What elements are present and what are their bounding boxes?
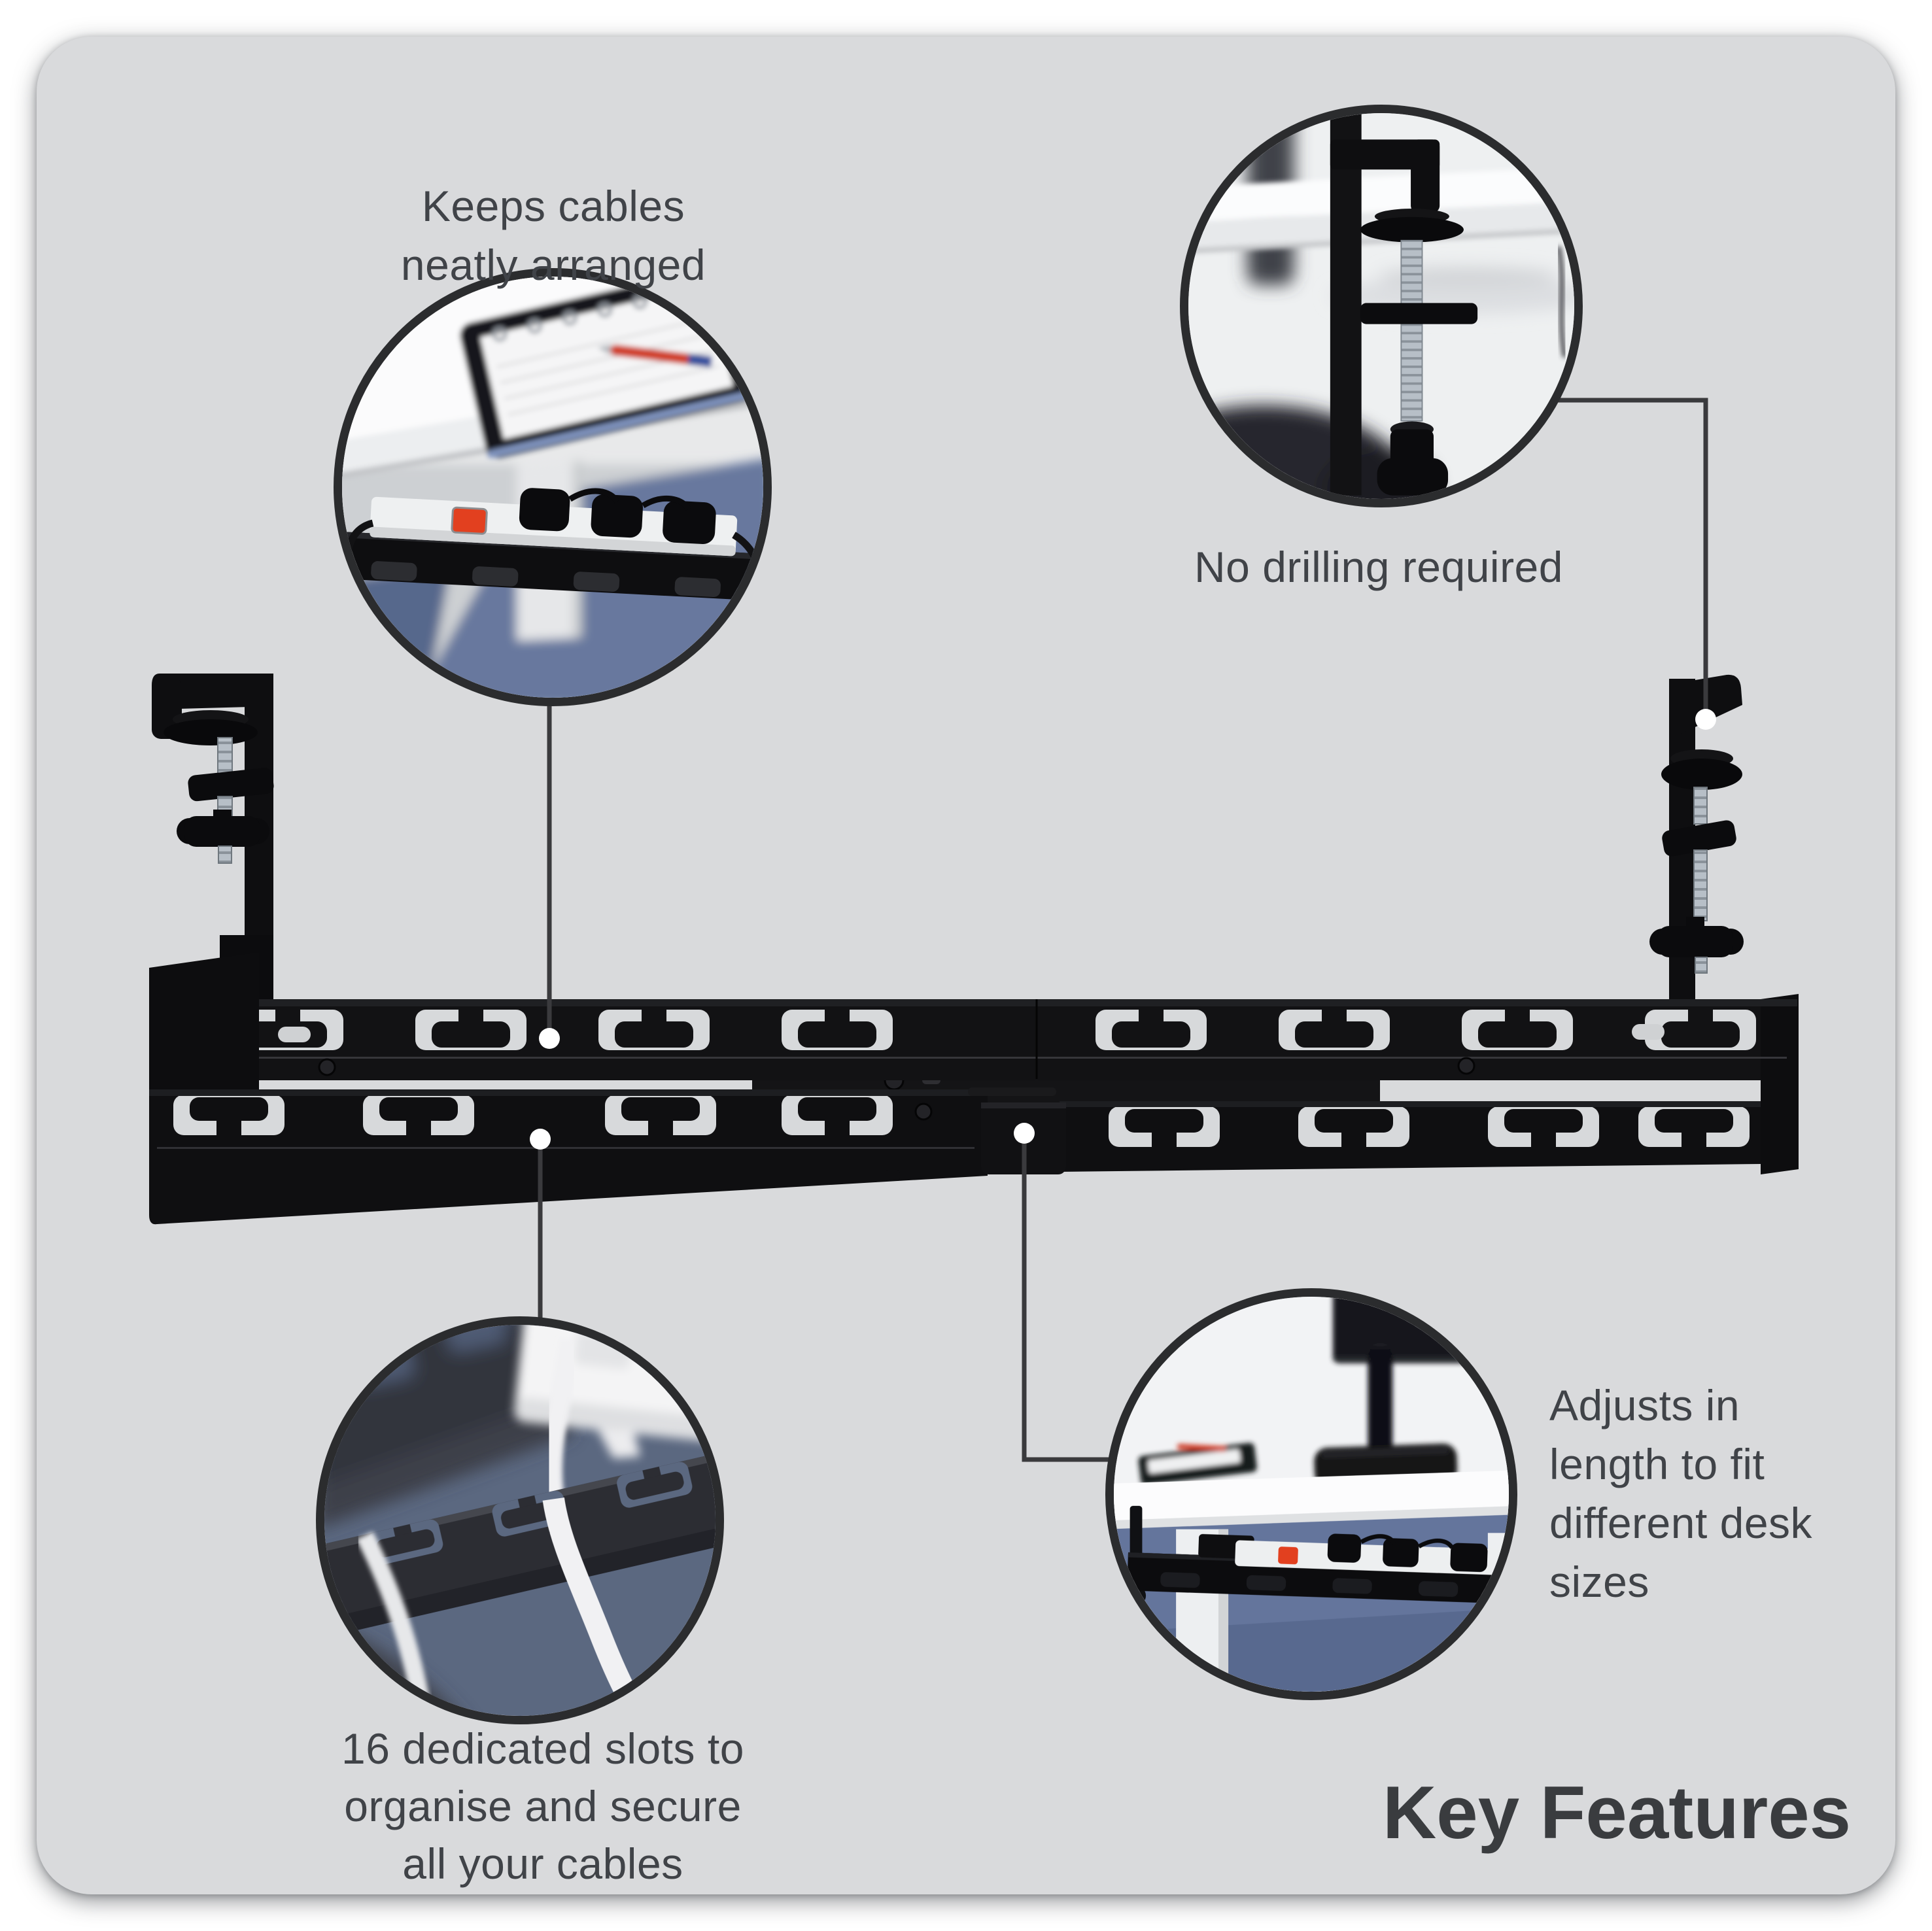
pen [597,344,713,367]
caption-line: neatly arranged [400,241,706,289]
left-desk-clamp [152,674,274,1033]
caption-no-drilling: No drilling required [1150,538,1608,596]
inset-photo-tray-under-desk [1105,1288,1517,1700]
caption-sixteen-slots: 16 dedicated slots to organise and secur… [262,1720,824,1892]
callout-line-adjusts [1022,1133,1113,1462]
organizer-folio [460,277,762,458]
folio-on-desk [1138,1443,1257,1486]
right-desk-clamp [1649,674,1744,1014]
callout-dot-keeps-cables [539,1028,560,1049]
caption-line: Adjusts in [1549,1381,1740,1429]
caption-keeps-cables: Keeps cables neatly arranged [272,177,835,294]
callout-dot-adjusts [1014,1123,1035,1144]
caption-line: length to fit [1549,1440,1765,1488]
slot-rail [324,1449,716,1639]
clamp-detail [1330,113,1478,496]
cable-tray [149,952,1799,1225]
caption-adjusts-length: Adjusts in length to fit different desk … [1549,1376,1863,1611]
plugs [519,488,716,545]
inset-photo-power-strip-in-tray [334,268,772,706]
caption-line: Keeps cables [421,182,685,230]
power-switch [451,506,488,535]
tray-in-scene [1126,1533,1509,1605]
caption-line: all your cables [402,1839,683,1888]
monitor [1332,1297,1509,1363]
callout-dot-sixteen-slots [530,1129,551,1150]
inset-photo-cables-in-slots [316,1316,724,1724]
tray-front-rail [149,952,1761,1225]
callout-dots [530,709,1716,1150]
caption-line: sizes [1549,1558,1649,1606]
callout-dot-no-drilling [1695,709,1716,730]
callout-line-no-drilling [1558,398,1708,719]
inset-photo-desk-clamp [1180,105,1583,507]
caption-line: 16 dedicated slots to [341,1724,744,1773]
tray-back-rail [232,994,1799,1174]
caption-line: No drilling required [1194,543,1563,591]
caption-line: organise and secure [344,1782,742,1830]
page-title: Key Features [1382,1771,1851,1854]
callout-lines [538,398,1708,1462]
white-cable [542,1497,652,1716]
caption-line: different desk [1549,1499,1813,1547]
